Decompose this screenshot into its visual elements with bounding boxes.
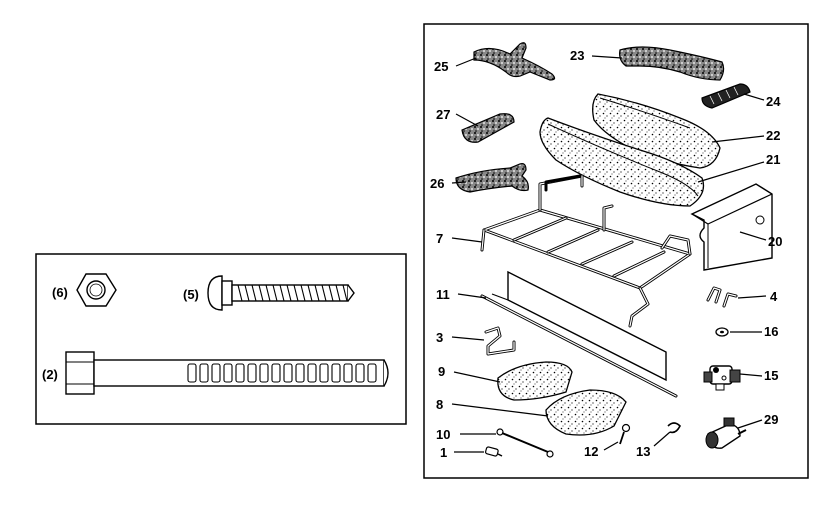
valve-15-icon (703, 365, 741, 391)
log-27-icon (461, 113, 515, 143)
log-23-icon (619, 46, 725, 81)
label-3: 3 (436, 330, 443, 345)
bracket-3-icon (484, 326, 516, 356)
label-10: 10 (436, 427, 450, 442)
screw-12-icon (619, 423, 631, 445)
label-29: 29 (764, 412, 778, 427)
label-8: 8 (436, 397, 443, 412)
clip-4-icon (706, 286, 738, 308)
bolt-icon (65, 351, 389, 395)
label-26: 26 (430, 176, 444, 191)
label-25: 25 (434, 59, 448, 74)
bag-9-icon (497, 361, 573, 401)
label-16: 16 (764, 324, 778, 339)
log-25-icon (473, 42, 556, 81)
parts-panel: 25 23 24 27 22 (423, 23, 809, 479)
grate-7-icon (480, 174, 692, 328)
log-26-icon (455, 163, 529, 193)
label-12: 12 (584, 444, 598, 459)
nut-label: (6) (52, 285, 68, 300)
label-20: 20 (768, 234, 782, 249)
label-23: 23 (570, 48, 584, 63)
label-7: 7 (436, 231, 443, 246)
label-21: 21 (766, 152, 780, 167)
label-11: 11 (436, 287, 450, 302)
log-21-icon (539, 117, 705, 207)
panel-20-icon (690, 183, 773, 271)
label-4: 4 (770, 289, 778, 304)
rail-11-icon (480, 270, 678, 398)
log-24-icon (701, 83, 751, 109)
screw-label: (5) (183, 287, 199, 302)
bolt-label: (2) (42, 367, 58, 382)
label-22: 22 (766, 128, 780, 143)
label-1: 1 (440, 445, 447, 460)
bag-8-icon (545, 389, 627, 436)
label-15: 15 (764, 368, 778, 383)
label-9: 9 (438, 364, 445, 379)
label-27: 27 (436, 107, 450, 122)
hardware-panel: (6) (5) (35, 253, 407, 425)
regulator-29-icon (705, 417, 747, 449)
label-13: 13 (636, 444, 650, 459)
nut-16-icon (715, 327, 729, 337)
screw-icon (207, 275, 355, 311)
clip-13-icon (667, 422, 681, 434)
pin-1-icon (485, 446, 503, 457)
pin-10-icon (496, 428, 554, 458)
label-24: 24 (766, 94, 781, 109)
log-22-icon (592, 93, 721, 169)
hex-nut-icon (76, 273, 117, 307)
